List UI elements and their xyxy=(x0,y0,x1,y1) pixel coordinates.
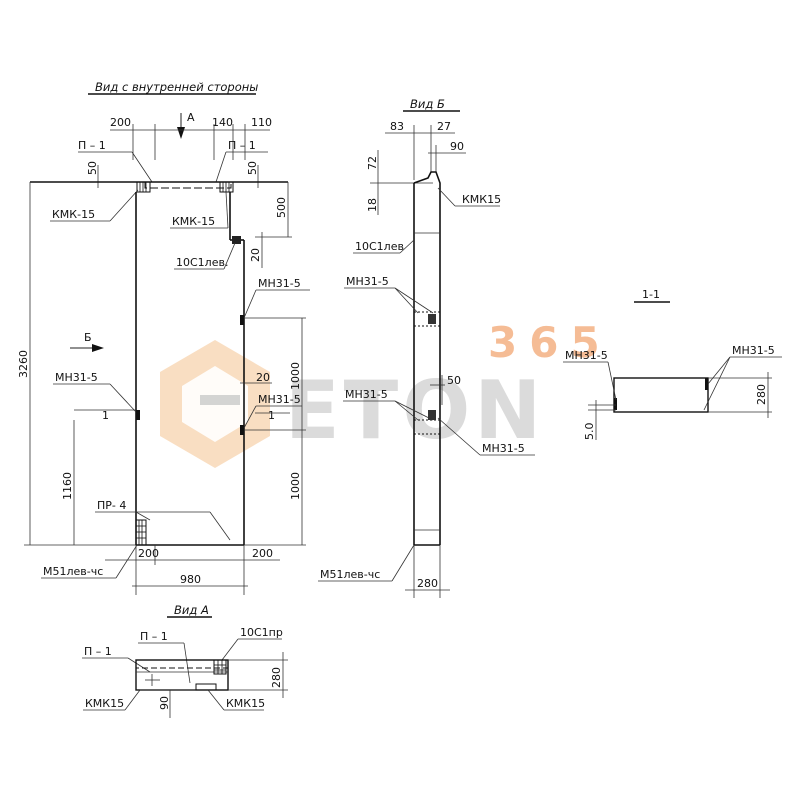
watermark-logo xyxy=(160,340,270,468)
dim-200-bl: 200 xyxy=(138,547,159,560)
label-p1-right: П – 1 xyxy=(228,139,256,152)
view-b-arrow-head xyxy=(92,344,104,352)
view-b-mn-upper xyxy=(413,311,441,327)
dim-1160: 1160 xyxy=(61,472,74,500)
m51-hatch xyxy=(135,519,147,546)
label-c10-lev: 10С1лев. xyxy=(176,256,228,269)
dim-3260: 3260 xyxy=(17,350,30,378)
label-c10-pr: 10С1пр xyxy=(240,626,283,639)
watermark: 365 ETON xyxy=(160,318,612,468)
dim-980: 980 xyxy=(180,573,201,586)
top-beam xyxy=(144,181,232,189)
section-title: 1-1 xyxy=(642,288,660,301)
label-sec1-right: 1 xyxy=(268,409,275,422)
dim-280-a: 280 xyxy=(270,667,283,688)
label-c10-lev-b: 10С1лев xyxy=(355,240,404,253)
dim-27: 27 xyxy=(437,120,451,133)
label-mn31-5-b-mid: МН31-5 xyxy=(345,388,388,401)
label-sec1-left: 1 xyxy=(102,409,109,422)
view-inner-title: Вид с внутренней стороны xyxy=(95,80,258,94)
view-b: Вид Б 83 27 90 72 18 КМК15 10С1лев МН31-… xyxy=(318,97,535,598)
dim-18: 18 xyxy=(366,198,379,212)
kmk-left-hatch xyxy=(136,181,151,193)
label-kmk15-b: КМК15 xyxy=(462,193,501,206)
view-b-mn-lower xyxy=(413,410,441,435)
label-mn-left-11: МН31-5 xyxy=(565,349,608,362)
label-m51-left: М51лев-чс xyxy=(43,565,103,578)
label-mn-right-11: МН31-5 xyxy=(732,344,775,357)
watermark-number: 365 xyxy=(488,318,612,367)
label-pr4: ПР- 4 xyxy=(97,499,126,512)
label-kmk15-left-a: КМК15 xyxy=(85,697,124,710)
dim-83: 83 xyxy=(390,120,404,133)
label-kmk15-right: КМК-15 xyxy=(172,215,215,228)
label-mn31-5-left: МН31-5 xyxy=(55,371,98,384)
label-kmk15-left: КМК-15 xyxy=(52,208,95,221)
dim-200-br: 200 xyxy=(252,547,273,560)
view-a-arrow-head xyxy=(177,127,185,139)
dim-50-11: 5.0 xyxy=(583,423,596,441)
dim-20-a: 20 xyxy=(249,248,262,262)
dim-200-top: 200 xyxy=(110,116,131,129)
dim-90: 90 xyxy=(450,140,464,153)
view-a-title: Вид А xyxy=(174,603,209,617)
dim-90-a: 90 xyxy=(158,696,171,710)
label-p1-left-a: П – 1 xyxy=(84,645,112,658)
view-b-arrow-label: Б xyxy=(84,331,92,344)
dim-280-11: 280 xyxy=(755,384,768,405)
label-kmk15-right-a: КМК15 xyxy=(226,697,265,710)
dim-50-left: 50 xyxy=(86,161,99,175)
label-p1-left: П – 1 xyxy=(78,139,106,152)
dim-1000-a: 1000 xyxy=(289,362,302,390)
dim-50-b: 50 xyxy=(447,374,461,387)
view-a: Вид А П – 1 П – 1 10С1пр 280 90 xyxy=(82,603,288,718)
view-inner: Вид с внутренней стороны А 200 140 110 П… xyxy=(17,80,310,595)
dim-280-b: 280 xyxy=(417,577,438,590)
label-mn31-5-b-top: МН31-5 xyxy=(346,275,389,288)
label-mn31-5-right-mid: МН31-5 xyxy=(258,393,301,406)
label-mn31-5-right-top: МН31-5 xyxy=(258,277,301,290)
dim-50-right: 50 xyxy=(246,161,259,175)
c10-plate xyxy=(232,236,241,244)
dim-1000-b: 1000 xyxy=(289,472,302,500)
view-a-arrow-label: А xyxy=(187,111,195,124)
view-b-title: Вид Б xyxy=(410,97,445,111)
watermark-brand: ETON xyxy=(285,364,545,457)
dim-110: 110 xyxy=(251,116,272,129)
dim-20-b: 20 xyxy=(256,371,270,384)
dim-72: 72 xyxy=(366,156,379,170)
dim-140: 140 xyxy=(212,116,233,129)
view-a-hatch-right xyxy=(213,659,227,675)
kmk-right-hatch xyxy=(219,181,234,193)
label-p1-mid-a: П – 1 xyxy=(140,630,168,643)
label-mn31-5-b-low: МН31-5 xyxy=(482,442,525,455)
section-1-1: 1-1 МН31-5 МН31-5 280 5.0 xyxy=(563,288,782,440)
label-m51-b: М51лев-чс xyxy=(320,568,380,581)
section-body xyxy=(613,377,709,413)
dim-500: 500 xyxy=(275,197,288,218)
